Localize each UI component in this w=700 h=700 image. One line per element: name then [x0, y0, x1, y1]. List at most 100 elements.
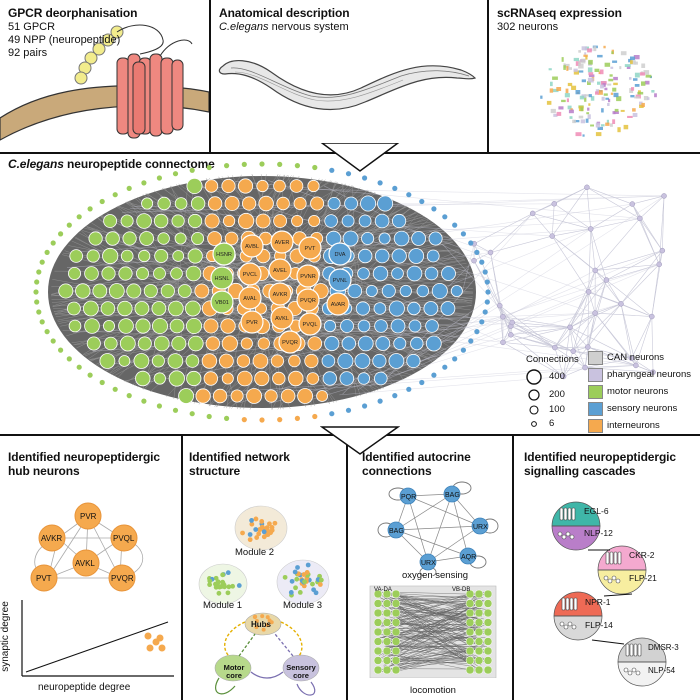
- loop-motor: [215, 677, 236, 695]
- neuron-node: [375, 336, 391, 351]
- va-da-node: [373, 646, 383, 656]
- legend-swatch-sensory: [588, 402, 603, 416]
- umap-cluster: [594, 68, 600, 72]
- neuron-node: [255, 213, 271, 229]
- neuron-node: [84, 318, 100, 334]
- umap-cluster: [626, 66, 631, 69]
- va-da-node: [391, 665, 401, 675]
- module-2-node: [259, 524, 265, 530]
- vb-db-node: [465, 599, 475, 608]
- connections-legend-circles: [526, 369, 542, 427]
- neuropeptide-chain: [74, 25, 124, 85]
- hubs-title-2: hub neurons: [8, 464, 80, 478]
- umap-cluster: [634, 84, 640, 87]
- legend-swatch-interneurons: [588, 419, 603, 433]
- module-3-node: [310, 581, 315, 587]
- perimeter-node: [482, 309, 488, 315]
- umap-cluster: [601, 108, 604, 113]
- module-3-node: [295, 565, 300, 570]
- umap-cluster: [563, 65, 566, 70]
- cascade-diagram: [551, 501, 667, 687]
- hub-node-label: AVBL: [245, 244, 259, 250]
- umap-cluster: [552, 88, 559, 93]
- perimeter-node: [36, 269, 42, 275]
- umap-cluster: [645, 74, 652, 78]
- module-1-label: Module 1: [203, 600, 243, 611]
- arrow-sensory-motor: [250, 671, 284, 679]
- neuron-node: [218, 353, 234, 369]
- umap-cluster: [609, 123, 613, 127]
- neuron-node: [341, 214, 355, 228]
- va-da-node: [391, 608, 401, 618]
- perimeter-node: [485, 289, 491, 295]
- umap-cluster: [630, 95, 635, 98]
- neuron-node: [126, 283, 142, 299]
- neuron-node: [105, 231, 120, 246]
- pharyngeal-node: [551, 201, 557, 207]
- umap-cluster: [564, 63, 570, 68]
- umap-cluster: [633, 55, 640, 60]
- perimeter-node: [329, 411, 335, 417]
- umap-cluster: [623, 124, 629, 130]
- perimeter-node: [76, 214, 82, 220]
- neuron-node: [118, 318, 134, 334]
- neuron-node: [291, 215, 304, 228]
- top-divider-1: [209, 0, 211, 152]
- neuron-node: [137, 336, 152, 351]
- umap-cluster: [603, 93, 608, 96]
- module-1-node: [222, 584, 227, 590]
- neuron-node: [67, 301, 81, 316]
- umap-cluster: [620, 109, 625, 112]
- legend-label-pharyngeal: pharyngeal neurons: [607, 369, 691, 380]
- umap-cluster: [612, 119, 616, 124]
- core-hub-node: [254, 625, 259, 630]
- module-1-node: [236, 583, 242, 588]
- perimeter-node: [172, 171, 179, 177]
- umap-cluster: [575, 61, 581, 66]
- scrna-subtitle: 302 neurons: [497, 21, 559, 33]
- arrow-motor-hubs: [238, 633, 256, 657]
- perimeter-node: [474, 249, 480, 255]
- umap-cluster: [597, 81, 601, 85]
- perimeter-node: [39, 259, 45, 265]
- neuron-node: [258, 195, 274, 212]
- vb-db-node: [465, 637, 475, 646]
- neuron-node: [68, 267, 82, 281]
- umap-cluster: [569, 116, 573, 119]
- neuron-node: [304, 353, 319, 369]
- neuron-node: [357, 319, 371, 333]
- umap-cluster: [590, 124, 594, 127]
- neuron-node: [69, 249, 83, 263]
- umap-cluster: [614, 111, 619, 114]
- neuron-node: [390, 318, 406, 334]
- neuron-node: [372, 265, 389, 282]
- va-da-node: [373, 608, 383, 618]
- vb-db-node: [483, 637, 493, 646]
- perimeter-node: [156, 403, 162, 409]
- hub-label-avkr: AVKR: [41, 534, 63, 543]
- va-da-node: [373, 589, 383, 599]
- perimeter-node: [141, 180, 147, 186]
- umap-cluster: [604, 62, 611, 67]
- connections-legend-title: Connections: [526, 354, 579, 365]
- umap-cluster: [595, 91, 599, 95]
- pharyngeal-node: [500, 314, 506, 320]
- module-2-node: [247, 532, 253, 537]
- umap-cluster: [600, 124, 605, 127]
- va-da-label: VA-DA: [374, 587, 392, 593]
- umap-cluster: [558, 106, 564, 110]
- module-2-node: [261, 529, 267, 535]
- cascade-arrow: [603, 593, 633, 597]
- neuron-node: [151, 317, 168, 334]
- neuron-node: [188, 335, 204, 352]
- perimeter-node: [460, 231, 466, 237]
- umap-cluster: [597, 54, 603, 58]
- arrow-hubs-sensory: [280, 621, 303, 657]
- neuron-node: [425, 335, 442, 352]
- perimeter-node: [474, 329, 480, 335]
- hub-node: [240, 310, 264, 334]
- perimeter-node: [112, 386, 118, 392]
- neuron-node: [374, 319, 388, 333]
- pharyngeal-node: [661, 193, 667, 199]
- legend-swatch-pharyngeal: [588, 368, 603, 382]
